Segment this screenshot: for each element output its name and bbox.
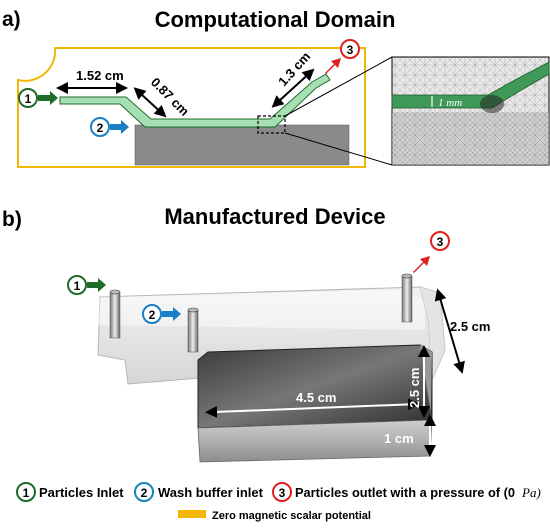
domain-boundary xyxy=(17,47,366,168)
legend-marker-2 xyxy=(134,482,154,502)
legend-swatch xyxy=(178,510,206,518)
marker-2-number: 2 xyxy=(97,121,104,135)
dim-diag-arrow xyxy=(133,87,167,118)
inlet-2-pin xyxy=(187,307,199,353)
device-marker-2-circle xyxy=(142,304,162,324)
device-marker-3-number: 3 xyxy=(437,235,444,249)
panel-b-label: b) xyxy=(2,208,22,231)
panel-a: a) Computational Domain 1.52 cm 0.87 cm … xyxy=(2,7,550,168)
magnet-domain xyxy=(134,124,350,166)
inlet-1-pin xyxy=(109,289,121,339)
device-marker-3-circle xyxy=(430,231,450,251)
zoom-region xyxy=(257,115,286,134)
legend-pressure-unit: Pa) xyxy=(521,485,541,500)
inlet-1-arrow-icon xyxy=(38,91,58,105)
panel-b: b) Manufactured Device 1 xyxy=(2,204,490,463)
device-inlet-1-arrow-icon xyxy=(87,278,106,292)
marker-2-circle xyxy=(90,117,110,137)
legend-swatch-text: Zero magnetic scalar potential xyxy=(212,510,371,522)
device-marker-2-number: 2 xyxy=(149,308,156,322)
device-inlet-2-arrow-icon xyxy=(162,307,181,321)
dim-magnet-length-arrow xyxy=(205,398,420,418)
dim-magnet-length-label: 4.5 cm xyxy=(296,390,336,405)
marker-3-number: 3 xyxy=(347,43,354,57)
dim-thickness-label: 1 cm xyxy=(384,431,414,446)
legend-marker-1 xyxy=(16,482,36,502)
panel-a-label: a) xyxy=(2,8,21,31)
dim-device-height-arrow xyxy=(434,288,465,374)
outlet-3-arrow-icon xyxy=(325,58,341,74)
dim-outlet-arrow xyxy=(271,68,315,108)
zoom-line-top xyxy=(284,56,393,117)
dim-diag-label: 0.87 cm xyxy=(148,75,192,119)
dim-inlet-label: 1.52 cm xyxy=(76,68,124,83)
device-marker-1-number: 1 xyxy=(74,279,81,293)
legend-marker-2-number: 2 xyxy=(141,486,148,500)
outlet-3-pin xyxy=(401,273,413,323)
dim-magnet-height-label: 2.5 cm xyxy=(407,368,422,408)
panel-b-title: Manufactured Device xyxy=(164,204,385,229)
legend: 1 Particles Inlet 2 Wash buffer inlet 3 … xyxy=(16,482,541,522)
dim-device-height-label: 2.5 cm xyxy=(450,319,490,334)
legend-marker-3-number: 3 xyxy=(279,486,286,500)
marker-3-circle xyxy=(340,39,360,59)
legend-marker-1-number: 1 xyxy=(23,486,30,500)
marker-1-circle xyxy=(18,88,38,108)
device-outlet-3-arrow-icon xyxy=(413,256,430,273)
legend-item-3-text: Particles outlet with a pressure of (0 xyxy=(295,485,515,500)
device-marker-1-circle xyxy=(67,275,87,295)
mesh-inset: 1 mm xyxy=(391,56,550,166)
marker-1-number: 1 xyxy=(25,92,32,106)
dim-outlet-label: 1.3 cm xyxy=(275,49,313,89)
legend-marker-3 xyxy=(272,482,292,502)
inlet-2-arrow-icon xyxy=(110,120,129,134)
legend-item-2-text: Wash buffer inlet xyxy=(158,485,264,500)
panel-a-title: Computational Domain xyxy=(155,7,396,32)
inset-width-label: 1 mm xyxy=(438,97,462,109)
microchannel xyxy=(59,73,331,128)
zoom-line-bottom xyxy=(284,132,393,166)
legend-item-1-text: Particles Inlet xyxy=(39,485,124,500)
